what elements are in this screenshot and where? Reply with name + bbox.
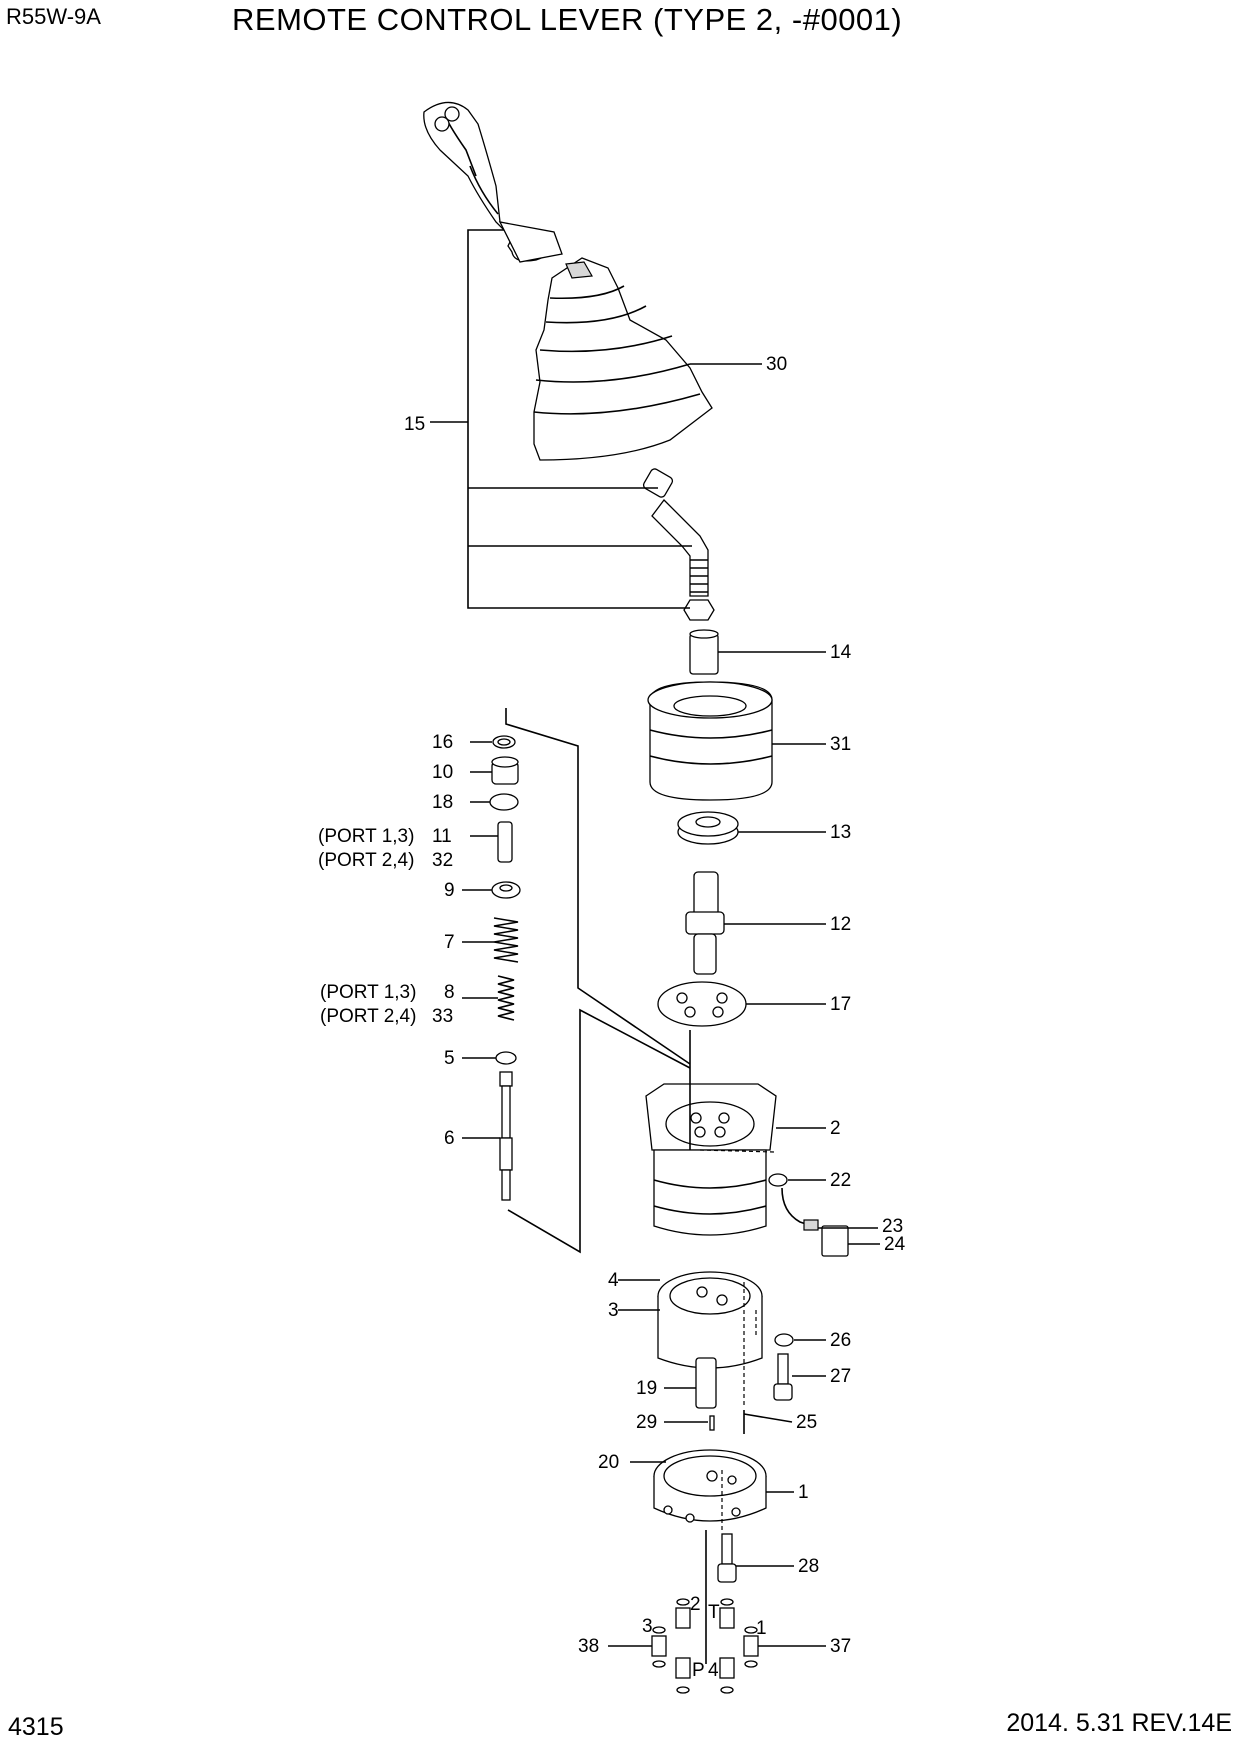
callout-12: 12	[830, 914, 851, 935]
lever-rod[interactable]	[642, 467, 715, 621]
callout-38: 38	[578, 1636, 599, 1657]
universal-joint[interactable]	[685, 871, 725, 975]
callout-16: 16	[432, 732, 453, 753]
callout-11: 11	[432, 826, 452, 847]
body[interactable]	[657, 1271, 763, 1406]
callout-18: 18	[432, 792, 453, 813]
seal-16[interactable]	[492, 735, 516, 749]
callout-19: 19	[636, 1378, 657, 1399]
spring-seat-9[interactable]	[491, 881, 521, 899]
callout-10: 10	[432, 762, 453, 783]
disc-plate[interactable]	[677, 811, 739, 845]
o-ring-18[interactable]	[489, 793, 519, 811]
callout-25: 25	[796, 1412, 817, 1433]
callout-2: 2	[830, 1118, 841, 1139]
bolt-28[interactable]	[717, 1533, 737, 1583]
port-mark-2: 2	[690, 1594, 701, 1615]
page-number: 4315	[8, 1713, 64, 1741]
callout-28: 28	[798, 1556, 819, 1577]
callout-31: 31	[830, 734, 851, 755]
port-fittings[interactable]	[651, 1598, 759, 1694]
port-mark-P: P	[692, 1660, 705, 1681]
port-note-32: (PORT 2,4)	[318, 850, 414, 871]
port-note-11: (PORT 1,3)	[318, 826, 414, 847]
page-title: REMOTE CONTROL LEVER (TYPE 2, -#0001)	[232, 2, 903, 37]
callout-24: 24	[884, 1234, 906, 1255]
callout-26: 26	[830, 1330, 851, 1351]
plug-10[interactable]	[491, 756, 519, 785]
model-code: R55W-9A	[6, 4, 101, 29]
washer-5[interactable]	[495, 1051, 517, 1065]
rubber-boot[interactable]	[533, 257, 713, 461]
callout-7: 7	[444, 932, 455, 953]
spool-6[interactable]	[499, 1071, 513, 1201]
callout-37: 37	[830, 1636, 851, 1657]
push-rod-11-32[interactable]	[497, 821, 513, 863]
leader-spool-bracket	[505, 708, 691, 1254]
callout-30: 30	[766, 354, 787, 375]
spring-8-33[interactable]	[497, 975, 515, 1021]
callout-27: 27	[830, 1366, 851, 1387]
callout-13: 13	[830, 822, 851, 843]
bolt-27[interactable]	[773, 1353, 793, 1401]
callout-3: 3	[608, 1300, 619, 1321]
callout-9: 9	[444, 880, 455, 901]
callout-22: 22	[830, 1170, 851, 1191]
spring-7[interactable]	[493, 917, 519, 963]
revision-date: 2014. 5.31 REV.14E	[1006, 1709, 1232, 1737]
callout-6: 6	[444, 1128, 455, 1149]
port-mark-1: 1	[756, 1618, 767, 1639]
pin-29[interactable]	[709, 1415, 715, 1431]
spring-plate[interactable]	[657, 981, 747, 1027]
port-mark-T: T	[708, 1602, 720, 1623]
callout-33: 33	[432, 1006, 453, 1027]
callout-20: 20	[598, 1452, 619, 1473]
leader-15-bracket	[430, 229, 692, 609]
wire-harness[interactable]	[768, 1173, 849, 1257]
callout-1: 1	[798, 1482, 809, 1503]
callout-8: 8	[444, 982, 455, 1003]
washer[interactable]	[774, 1333, 794, 1347]
callout-5: 5	[444, 1048, 455, 1069]
lever-grip[interactable]	[423, 101, 563, 263]
casing[interactable]	[645, 1083, 777, 1236]
callout-15: 15	[404, 414, 425, 435]
callout-29: 29	[636, 1412, 657, 1433]
callout-23: 23	[882, 1216, 903, 1237]
coupling[interactable]	[689, 629, 719, 675]
port-note-8: (PORT 1,3)	[320, 982, 416, 1003]
port-note-33: (PORT 2,4)	[320, 1006, 416, 1027]
pin-19[interactable]	[695, 1357, 717, 1409]
plate-cover[interactable]	[647, 681, 773, 801]
port-mark-3: 3	[642, 1616, 653, 1637]
callout-17: 17	[830, 994, 851, 1015]
callout-14: 14	[830, 642, 852, 663]
callout-32: 32	[432, 850, 453, 871]
port-mark-4: 4	[708, 1660, 719, 1681]
base[interactable]	[653, 1449, 767, 1530]
callout-4: 4	[608, 1270, 619, 1291]
